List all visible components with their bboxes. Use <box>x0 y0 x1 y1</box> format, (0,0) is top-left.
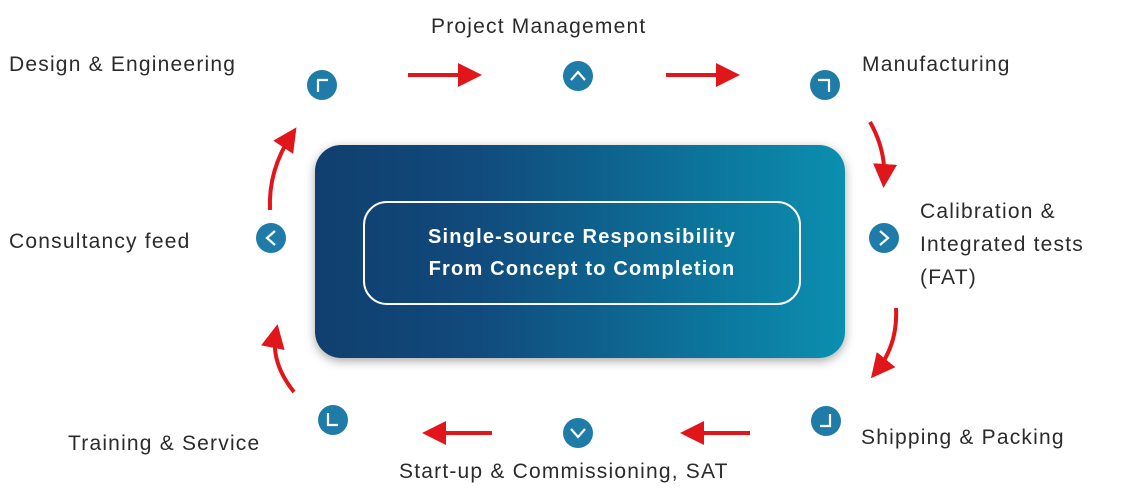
label-startup-commissioning: Start-up & Commissioning, SAT <box>399 460 729 483</box>
center-line-2: From Concept to Completion <box>428 258 736 280</box>
shipping-node-icon <box>811 406 841 436</box>
label-manufacturing: Manufacturing <box>862 53 1011 76</box>
label-calibration-line-2: Integrated tests <box>920 233 1084 256</box>
label-shipping-packing: Shipping & Packing <box>861 426 1065 449</box>
center-panel <box>315 145 845 358</box>
training-node-icon <box>318 405 348 435</box>
center-line-1: Single-source Responsibility <box>427 226 737 248</box>
label-calibration-line-1: Calibration & <box>920 200 1056 223</box>
manufacturing-node-icon <box>810 70 840 100</box>
arrow-consultancy-to-design <box>267 127 297 211</box>
project-management-node-icon <box>563 61 593 91</box>
label-calibration-line-3: (FAT) <box>920 266 977 289</box>
label-consultancy-feed: Consultancy feed <box>9 230 191 253</box>
startup-node-icon <box>563 418 593 448</box>
arrow-training-to-consultancy <box>261 324 296 394</box>
consultancy-node-icon <box>256 223 286 253</box>
design-node-icon <box>307 70 337 100</box>
label-design-engineering: Design & Engineering <box>9 53 237 76</box>
center-callout: Single-source Responsibility From Concep… <box>363 201 801 305</box>
calibration-node-icon <box>869 223 899 253</box>
arrow-calibration-to-shipping <box>870 307 899 379</box>
arrow-manufacturing-to-calibration <box>868 121 898 188</box>
label-training-service: Training & Service <box>68 432 261 455</box>
label-project-management: Project Management <box>431 15 647 38</box>
